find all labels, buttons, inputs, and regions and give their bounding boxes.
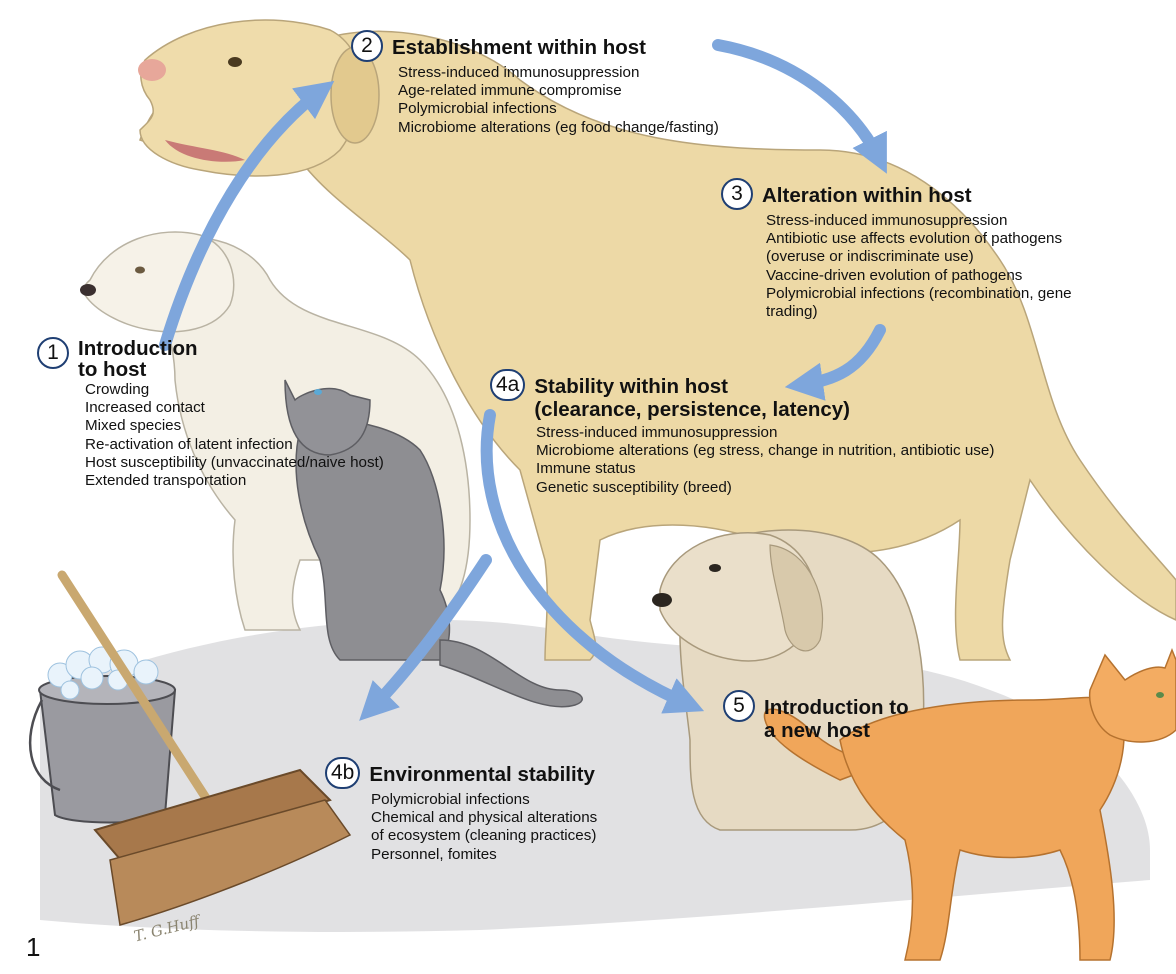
stage-4b-title-line-1: Environmental stability (369, 763, 595, 786)
stage-3-factors: Stress-induced immunosuppression Antibio… (766, 212, 1072, 321)
large-dog-nose (138, 59, 166, 81)
stage-4a-factor: Microbiome alterations (eg stress, chang… (536, 442, 994, 460)
arrow-2-to-3 (718, 45, 880, 160)
stage-4a-factor: Genetic susceptibility (breed) (536, 479, 994, 497)
stage-3-factor: Stress-induced immunosuppression (766, 212, 1072, 230)
stage-4b: 4b Environmental stability Polymicrobial… (325, 757, 597, 864)
figure-number: 1 (26, 932, 40, 963)
stage-3-header: 3 Alteration within host (721, 178, 1072, 210)
stage-3-factor: Vaccine-driven evolution of pathogens (766, 267, 1072, 285)
stage-4a-header: 4a Stability within host (clearance, per… (490, 369, 994, 421)
stage-3-factor: (overuse or indiscriminate use) (766, 248, 1072, 266)
stage-1-title-line-1: Introduction (78, 337, 198, 360)
stage-2-number-badge: 2 (351, 30, 383, 62)
stage-5-title-line-2: a new host (764, 719, 909, 742)
stage-5-title: Introduction to a new host (764, 690, 909, 742)
stage-3-title: Alteration within host (762, 178, 972, 207)
stage-2-header: 2 Establishment within host (351, 30, 719, 62)
stage-4b-factor: of ecosystem (cleaning practices) (371, 827, 597, 845)
stage-4a-title: Stability within host (clearance, persis… (534, 369, 850, 421)
stage-1-header: 1 Introduction to host (37, 337, 384, 381)
stage-4a-title-line-2: (clearance, persistence, latency) (534, 398, 850, 421)
stage-4b-number-badge: 4b (325, 757, 360, 789)
stage-2-factor: Stress-induced immunosuppression (398, 64, 719, 82)
stage-3-title-line-1: Alteration within host (762, 184, 972, 207)
stage-1-title: Introduction to host (78, 337, 198, 381)
large-dog-head (140, 20, 361, 176)
stage-4a-number-badge: 4a (490, 369, 525, 401)
stage-5: 5 Introduction to a new host (723, 690, 909, 742)
stage-4b-factor: Polymicrobial infections (371, 791, 597, 809)
stage-1-factor: Re-activation of latent infection (85, 436, 384, 454)
stage-2-factor: Microbiome alterations (eg food change/f… (398, 119, 719, 137)
stage-3-factor: trading) (766, 303, 1072, 321)
stage-4b-factor: Personnel, fomites (371, 846, 597, 864)
shaggy-dog-eye (709, 564, 721, 572)
stage-4a-factors: Stress-induced immunosuppression Microbi… (536, 424, 994, 497)
stage-5-header: 5 Introduction to a new host (723, 690, 909, 742)
bucket (30, 647, 175, 823)
stage-1-factor: Crowding (85, 381, 384, 399)
white-puppy-nose (80, 284, 96, 296)
stage-2-title-line-1: Establishment within host (392, 36, 646, 59)
stage-4a-factor: Stress-induced immunosuppression (536, 424, 994, 442)
stage-5-number-badge: 5 (723, 690, 755, 722)
stage-1-factor: Extended transportation (85, 472, 384, 490)
stage-4a-title-line-1: Stability within host (534, 375, 850, 398)
large-dog-eye (228, 57, 242, 67)
stage-3-number-badge: 3 (721, 178, 753, 210)
stage-4a: 4a Stability within host (clearance, per… (490, 369, 994, 497)
stage-4b-title: Environmental stability (369, 757, 595, 786)
stage-2-factor: Polymicrobial infections (398, 100, 719, 118)
stage-2-factors: Stress-induced immunosuppression Age-rel… (398, 64, 719, 137)
bucket-body (40, 690, 175, 823)
stage-3: 3 Alteration within host Stress-induced … (721, 178, 1072, 321)
stage-3-factor: Polymicrobial infections (recombination,… (766, 285, 1072, 303)
stage-1-factor: Increased contact (85, 399, 384, 417)
stage-5-title-line-1: Introduction to (764, 696, 909, 719)
stage-4b-factors: Polymicrobial infections Chemical and ph… (371, 791, 597, 864)
orange-cat-eye (1156, 692, 1164, 698)
stage-1: 1 Introduction to host Crowding Increase… (37, 337, 384, 490)
stage-1-number-badge: 1 (37, 337, 69, 369)
stage-1-factors: Crowding Increased contact Mixed species… (85, 381, 384, 490)
stage-4b-factor: Chemical and physical alterations (371, 809, 597, 827)
stage-1-factor: Host susceptibility (unvaccinated/naive … (85, 454, 384, 472)
shaggy-dog-nose (652, 593, 672, 607)
stage-2-title: Establishment within host (392, 30, 646, 59)
stage-2-factor: Age-related immune compromise (398, 82, 719, 100)
stage-1-title-line-2: to host (78, 358, 198, 381)
stage-4a-factor: Immune status (536, 460, 994, 478)
stage-3-factor: Antibiotic use affects evolution of path… (766, 230, 1072, 248)
stage-2: 2 Establishment within host Stress-induc… (351, 30, 719, 137)
white-puppy-head (84, 232, 234, 332)
white-puppy-eye (135, 267, 145, 274)
stage-1-factor: Mixed species (85, 417, 384, 435)
stage-4b-header: 4b Environmental stability (325, 757, 597, 789)
